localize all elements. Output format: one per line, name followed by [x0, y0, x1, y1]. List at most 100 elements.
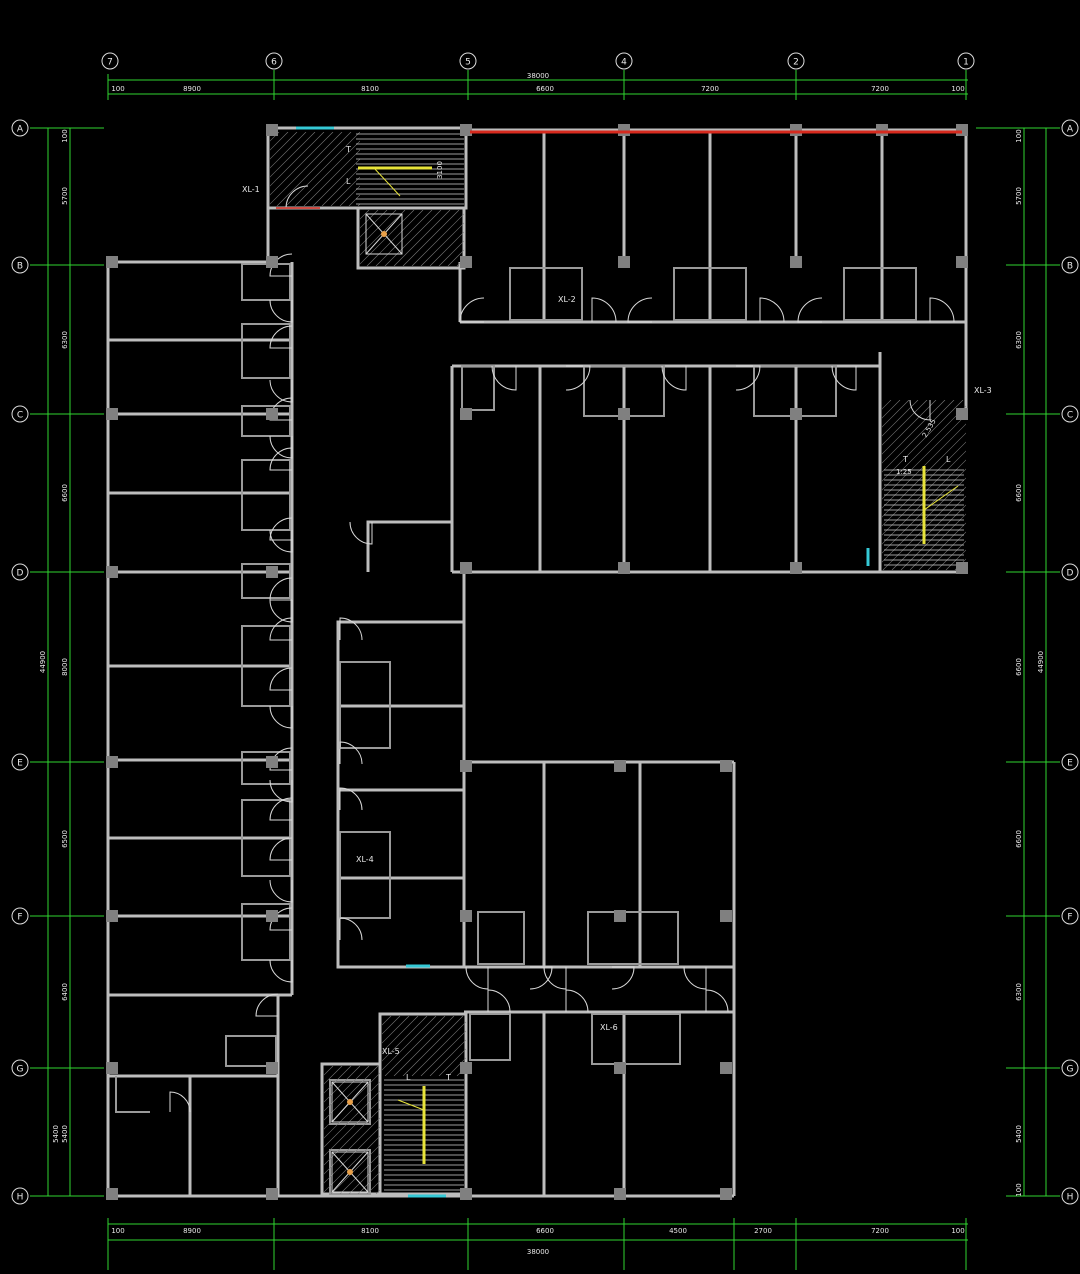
- tag-xl-4: XL-4: [356, 855, 374, 864]
- stair-arrow: [397, 1099, 425, 1111]
- column: [106, 256, 118, 268]
- tag-xl-6: XL-6: [600, 1023, 618, 1032]
- column: [460, 124, 472, 136]
- top-dim: 8900: [183, 85, 201, 93]
- axis-bubble-left: H: [11, 1187, 29, 1205]
- column: [618, 256, 630, 268]
- axis-bubble-right: G: [1061, 1059, 1079, 1077]
- down-mark: L: [346, 177, 351, 186]
- up-mark: T: [902, 455, 908, 464]
- door-swing: [339, 741, 363, 765]
- svg-text:4: 4: [621, 58, 627, 68]
- svg-text:D: D: [1067, 569, 1074, 579]
- axis-bubble-top: 6: [265, 52, 283, 70]
- hatch-area: [270, 132, 360, 206]
- columns: [106, 124, 968, 1200]
- column: [790, 124, 802, 136]
- door-swing: [683, 966, 707, 990]
- axis-bubble-left: B: [11, 256, 29, 274]
- column: [618, 124, 630, 136]
- column: [790, 562, 802, 574]
- door-swing: [269, 779, 293, 803]
- door-swing: [705, 989, 729, 1013]
- stair-dim-c: 2.535: [921, 418, 938, 439]
- door-swing: [565, 365, 591, 391]
- axis-bubble-left: G: [11, 1059, 29, 1077]
- column: [266, 910, 278, 922]
- svg-text:D: D: [17, 569, 24, 579]
- door-swing: [465, 966, 489, 990]
- stair-dim: 3100: [436, 161, 444, 179]
- column: [106, 910, 118, 922]
- svg-text:A: A: [1067, 125, 1074, 135]
- stair-hatching: [270, 132, 966, 1194]
- svg-text:H: H: [17, 1193, 24, 1203]
- stairs: [331, 133, 964, 1193]
- door-swing: [269, 797, 293, 821]
- top-dim: 8100: [361, 85, 379, 93]
- column: [614, 910, 626, 922]
- elevator-marker: [347, 1099, 353, 1105]
- svg-text:H: H: [1067, 1193, 1074, 1203]
- door-swing: [349, 521, 373, 545]
- column: [106, 1062, 118, 1074]
- door-swing: [339, 787, 363, 811]
- bottom-dim: 2700: [754, 1227, 772, 1235]
- door-swing: [529, 966, 553, 990]
- door-swing: [269, 577, 293, 601]
- axis-bubble-right: F: [1061, 907, 1079, 925]
- axis-bubble-left: C: [11, 405, 29, 423]
- svg-text:2: 2: [793, 58, 799, 68]
- column: [266, 756, 278, 768]
- left-dim: 8000: [61, 658, 69, 676]
- column: [618, 562, 630, 574]
- up-mark: T: [445, 1073, 451, 1082]
- door-swing: [269, 747, 293, 771]
- column: [266, 1062, 278, 1074]
- column: [460, 1188, 472, 1200]
- column: [720, 910, 732, 922]
- svg-text:G: G: [1067, 1065, 1074, 1075]
- door-swing: [831, 365, 857, 391]
- top-dim: 7200: [871, 85, 889, 93]
- column: [266, 124, 278, 136]
- axis-bubble-top: 5: [459, 52, 477, 70]
- door-swing: [487, 989, 511, 1013]
- door-swings: [169, 185, 955, 1113]
- column: [106, 566, 118, 578]
- bottom-dim: 100: [951, 1227, 964, 1235]
- left-total-dim: 44900: [39, 651, 47, 673]
- tag-xl-5: XL-5: [382, 1047, 400, 1056]
- column: [720, 1188, 732, 1200]
- windows: [276, 126, 962, 1198]
- column: [720, 1062, 732, 1074]
- right-dim: 6600: [1015, 830, 1023, 848]
- svg-text:E: E: [17, 759, 23, 769]
- column: [614, 1188, 626, 1200]
- axis-bubble-top: 4: [615, 52, 633, 70]
- svg-text:5: 5: [465, 58, 471, 68]
- svg-text:G: G: [17, 1065, 24, 1075]
- column: [460, 256, 472, 268]
- column: [106, 756, 118, 768]
- door-swing: [339, 617, 363, 641]
- tag-xl-2: XL-2: [558, 295, 576, 304]
- door-swing: [269, 599, 293, 623]
- bottom-dim: 7200: [871, 1227, 889, 1235]
- axis-bubble-right: B: [1061, 256, 1079, 274]
- column: [720, 760, 732, 772]
- door-swing: [269, 617, 293, 641]
- bottom-dim: 8100: [361, 1227, 379, 1235]
- door-swing: [269, 667, 293, 691]
- column: [106, 408, 118, 420]
- axis-bubble-left: E: [11, 753, 29, 771]
- column: [614, 760, 626, 772]
- svg-text:C: C: [1067, 411, 1073, 421]
- right-dim: 6300: [1015, 331, 1023, 349]
- top-dim: 100: [111, 85, 124, 93]
- column: [460, 1062, 472, 1074]
- svg-text:F: F: [1067, 913, 1072, 923]
- column: [266, 256, 278, 268]
- elevator-car: [331, 1151, 369, 1193]
